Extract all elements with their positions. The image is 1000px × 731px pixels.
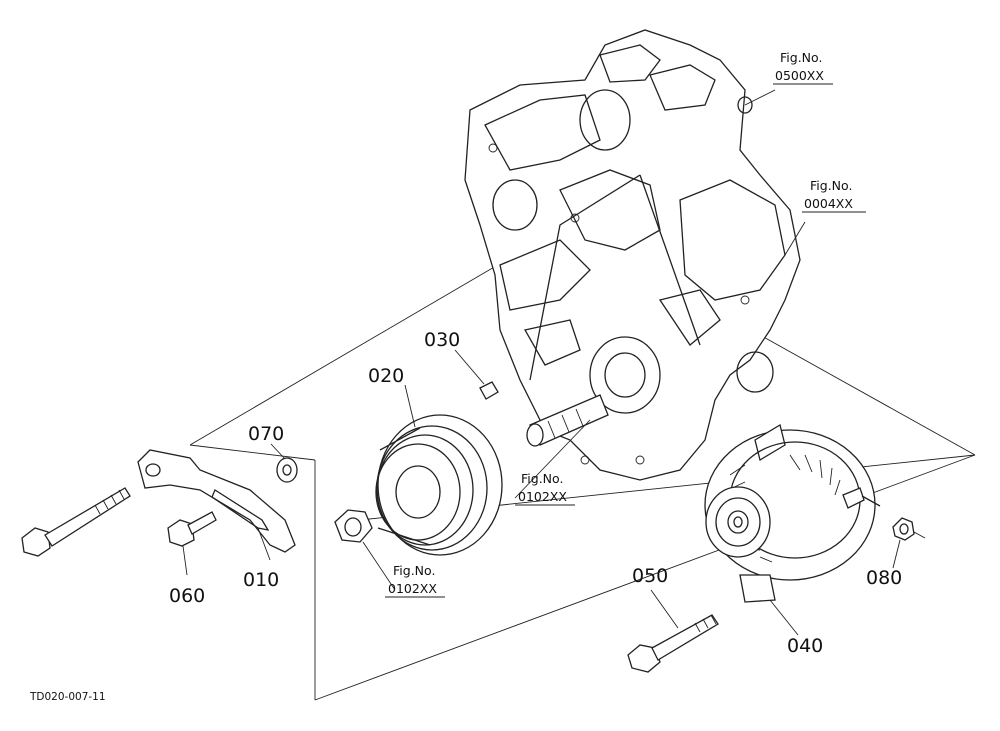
part-010-bracket xyxy=(137,449,296,553)
fig-ref-prefix: Fig.No. xyxy=(393,563,435,578)
part-050-bolt xyxy=(627,614,719,673)
part-label-080: 080 xyxy=(866,567,902,589)
part-label-070: 070 xyxy=(248,423,284,445)
part-040-alternator xyxy=(704,423,881,603)
fig-ref-number: 0102XX xyxy=(388,581,437,596)
long-bolt xyxy=(21,487,131,557)
fig-ref-number: 0500XX xyxy=(775,68,824,83)
part-label-030: 030 xyxy=(424,329,460,351)
leader-lines xyxy=(182,89,901,636)
part-060-bolt xyxy=(167,511,217,547)
part-label-040: 040 xyxy=(787,635,823,657)
part-label-050: 050 xyxy=(632,565,668,587)
part-label-060: 060 xyxy=(169,585,205,607)
part-label-020: 020 xyxy=(368,365,404,387)
fig-ref-0500: Fig.No. 0500XX xyxy=(773,50,833,85)
part-030-key xyxy=(479,381,499,400)
part-label-010: 010 xyxy=(243,569,279,591)
fig-ref-prefix: Fig.No. xyxy=(780,50,822,65)
crank-nut xyxy=(334,509,373,543)
fig-ref-number: 0102XX xyxy=(518,489,567,504)
gear-case-housing xyxy=(464,29,801,481)
fig-ref-0102-shaft: Fig.No. 0102XX xyxy=(515,471,575,506)
part-020-pulley xyxy=(375,414,503,556)
drawing-code: TD020-007-11 xyxy=(29,691,106,703)
fig-ref-0102-nut: Fig.No. 0102XX xyxy=(385,563,445,598)
part-080-nut xyxy=(892,517,926,541)
figure-refs: Fig.No. 0500XX Fig.No. 0004XX Fig.No. 01… xyxy=(385,50,866,598)
part-labels: 010 020 030 040 050 060 070 080 xyxy=(169,329,902,657)
part-070-washer xyxy=(276,457,298,483)
fig-ref-prefix: Fig.No. xyxy=(521,471,563,486)
fig-ref-0004: Fig.No. 0004XX xyxy=(802,178,866,213)
fig-ref-prefix: Fig.No. xyxy=(810,178,852,193)
fig-ref-number: 0004XX xyxy=(804,196,853,211)
